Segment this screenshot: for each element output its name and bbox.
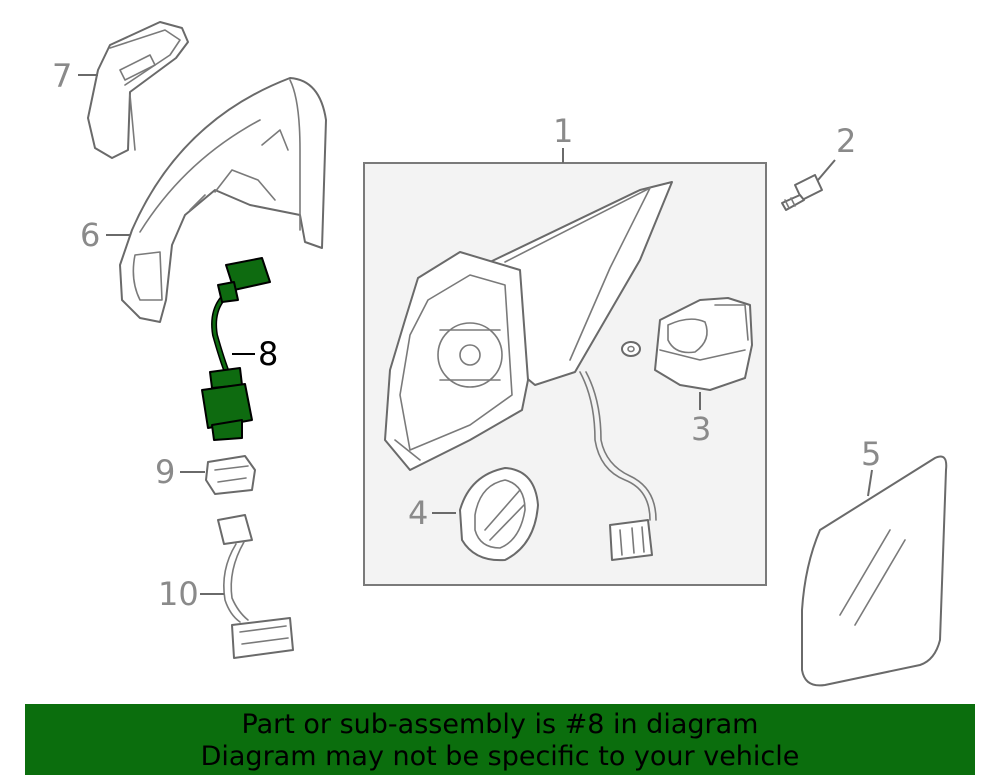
part-3-motor xyxy=(621,297,753,391)
part-7-cover-trim xyxy=(87,21,189,159)
part-2-screw xyxy=(781,174,823,211)
callout-6: 6 xyxy=(80,216,100,254)
part-9-clip xyxy=(205,455,256,495)
callout-4: 4 xyxy=(408,494,428,532)
callout-2: 2 xyxy=(836,122,856,160)
part-6-mirror-cover xyxy=(119,77,327,323)
callout-1: 1 xyxy=(553,112,573,150)
part-10-harness xyxy=(217,514,294,659)
part-8-highlighted xyxy=(201,257,271,441)
banner-line-1: Part or sub-assembly is #8 in diagram xyxy=(241,709,759,740)
callout-3: 3 xyxy=(691,410,711,448)
callout-10: 10 xyxy=(158,575,199,613)
callout-labels: 1 2 3 4 5 6 7 8 9 10 xyxy=(52,57,881,613)
part-5-mirror-glass xyxy=(801,455,948,687)
part-info-banner: Part or sub-assembly is #8 in diagram Di… xyxy=(25,704,975,775)
leader-lines xyxy=(78,74,873,595)
callout-7: 7 xyxy=(52,57,72,95)
callout-8: 8 xyxy=(258,335,278,373)
callout-9: 9 xyxy=(155,453,175,491)
banner-line-2: Diagram may not be specific to your vehi… xyxy=(200,741,800,772)
part-4-actuator xyxy=(459,467,539,562)
callout-5: 5 xyxy=(861,435,881,473)
